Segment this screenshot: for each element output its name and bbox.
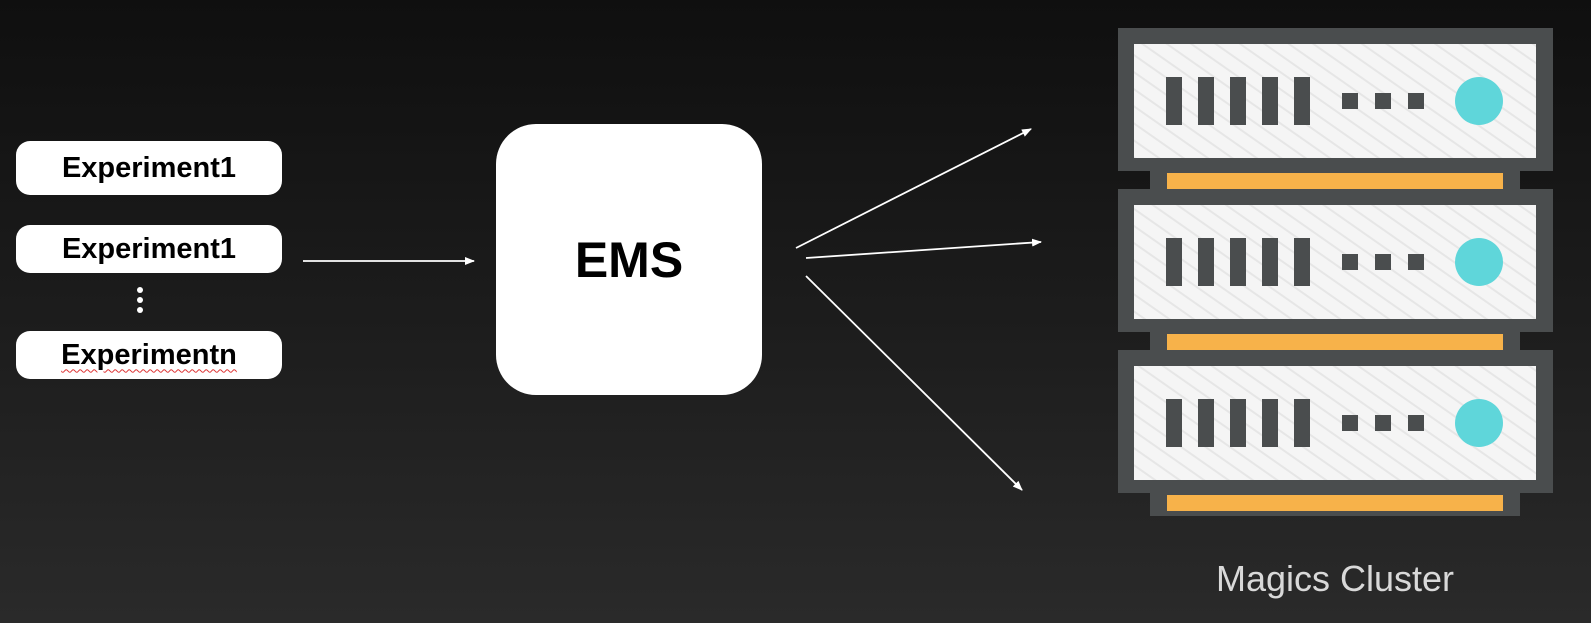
drive-slot bbox=[1262, 399, 1278, 447]
indicator-dot bbox=[1342, 415, 1358, 431]
server-unit bbox=[1118, 28, 1553, 194]
drive-slot bbox=[1198, 77, 1214, 125]
arrow-ems-to-server-3 bbox=[805, 275, 1023, 491]
drive-slot bbox=[1166, 238, 1182, 286]
drive-slot bbox=[1198, 238, 1214, 286]
drive-slot bbox=[1294, 77, 1310, 125]
drive-slot bbox=[1262, 77, 1278, 125]
ems-label: EMS bbox=[574, 231, 684, 288]
cluster-label: Magics Cluster bbox=[1215, 558, 1455, 599]
status-led-icon bbox=[1455, 77, 1503, 125]
experiment-node-1: Experiment1 bbox=[16, 141, 282, 195]
server-accent-bar bbox=[1167, 495, 1503, 511]
drive-slot bbox=[1198, 399, 1214, 447]
drive-slot bbox=[1294, 238, 1310, 286]
drive-slot bbox=[1262, 238, 1278, 286]
drive-slot bbox=[1230, 399, 1246, 447]
ems-node: EMS bbox=[496, 124, 762, 395]
indicator-dot bbox=[1375, 254, 1391, 270]
experiment-node-2: Experiment1 bbox=[16, 225, 282, 273]
vertical-ellipsis-icon bbox=[136, 287, 144, 317]
server-rack-icon bbox=[1118, 28, 1553, 516]
experiment-label: Experimentn bbox=[61, 338, 237, 371]
indicator-dot bbox=[1342, 93, 1358, 109]
status-led-icon bbox=[1455, 399, 1503, 447]
server-unit bbox=[1118, 189, 1553, 355]
indicator-dot bbox=[1408, 254, 1424, 270]
indicator-dot bbox=[1408, 93, 1424, 109]
status-led-icon bbox=[1455, 238, 1503, 286]
drive-slot bbox=[1230, 77, 1246, 125]
indicator-dot bbox=[1375, 93, 1391, 109]
arrow-ems-to-server-1 bbox=[795, 128, 1032, 249]
drive-slot bbox=[1230, 238, 1246, 286]
indicator-dot bbox=[1408, 415, 1424, 431]
indicator-dot bbox=[1375, 415, 1391, 431]
drive-slot bbox=[1294, 399, 1310, 447]
experiment-label: Experiment1 bbox=[61, 151, 237, 184]
drive-slot bbox=[1166, 399, 1182, 447]
arrow-ems-to-server-2 bbox=[805, 238, 1042, 259]
experiment-label: Experiment1 bbox=[61, 232, 237, 265]
server-accent-bar bbox=[1167, 334, 1503, 350]
drive-slot bbox=[1166, 77, 1182, 125]
server-unit bbox=[1118, 350, 1553, 516]
indicator-dot bbox=[1342, 254, 1358, 270]
server-accent-bar bbox=[1167, 173, 1503, 189]
experiment-node-n: Experimentn bbox=[16, 331, 282, 379]
